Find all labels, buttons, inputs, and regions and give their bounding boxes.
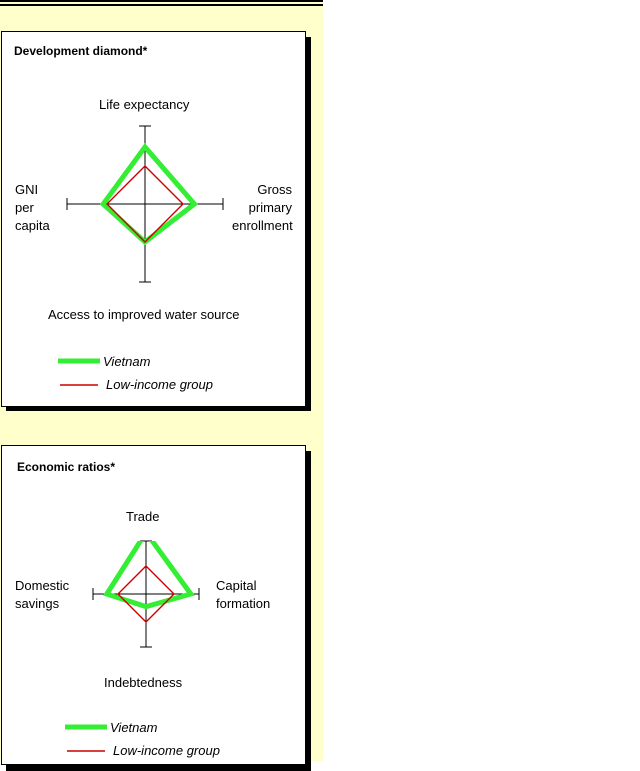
legend-label-vietnam: Vietnam <box>110 720 158 735</box>
axis-label-line: enrollment <box>232 218 293 233</box>
development-diamond-panel: Development diamond* <box>1 31 306 407</box>
legend-label-vietnam: Vietnam <box>103 354 151 369</box>
axis-label-line: per <box>15 200 34 215</box>
development-diamond-title: Development diamond* <box>14 44 148 58</box>
axis-label-line: Domestic <box>15 578 70 593</box>
axis-label-line: primary <box>248 200 292 215</box>
series-low-income-polygon <box>117 565 175 623</box>
axis-label-capital-formation: Capital formation <box>216 577 270 613</box>
legend-label-low-income: Low-income group <box>106 377 213 392</box>
axis-label-line: capita <box>15 218 50 233</box>
series-vietnam-polygon <box>102 541 195 610</box>
axis-label-line: savings <box>15 596 60 611</box>
axis-label-water-source: Access to improved water source <box>48 307 240 322</box>
series-low-income-polygon <box>106 165 184 243</box>
axis-label-line: Capital <box>216 578 257 593</box>
axis-label-trade: Trade <box>126 509 160 524</box>
axis-label-indebtedness: Indebtedness <box>104 675 183 690</box>
top-rule-secondary <box>0 4 323 6</box>
axis-label-gross-primary-enrollment: Gross primary enrollment <box>232 181 293 235</box>
legend-label-low-income: Low-income group <box>113 743 220 758</box>
axis-label-line: GNI <box>15 182 39 197</box>
axis-label-life-expectancy: Life expectancy <box>99 97 190 112</box>
axis-label-gni-per-capita: GNI per capita <box>15 181 50 235</box>
axis-label-line: Gross <box>257 182 292 197</box>
top-rule <box>0 0 323 2</box>
economic-ratios-title: Economic ratios* <box>17 460 116 474</box>
axis-label-line: formation <box>216 596 271 611</box>
axis-label-domestic-savings: Domestic savings <box>15 577 69 613</box>
